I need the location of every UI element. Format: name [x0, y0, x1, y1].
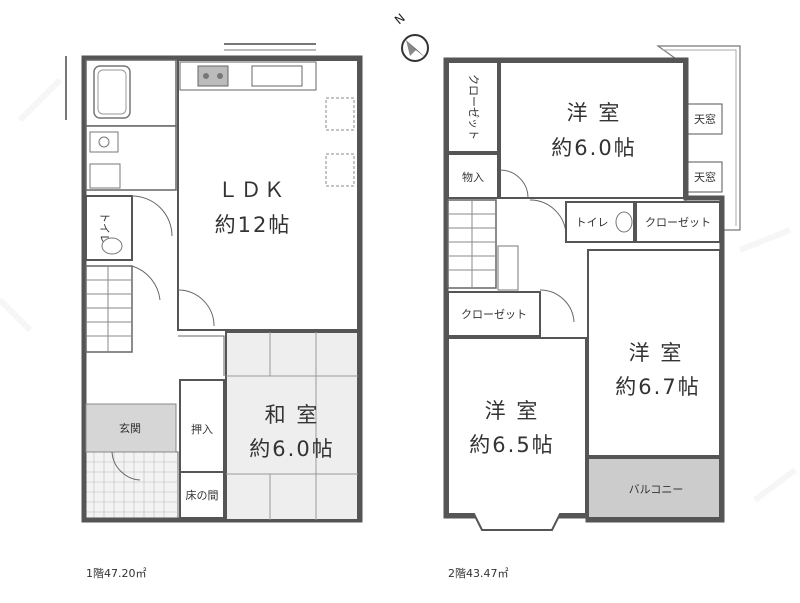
closet-left-label: クローゼット: [461, 308, 527, 321]
tokonoma-label: 床の間: [186, 488, 219, 502]
compass-icon: N: [392, 11, 429, 62]
ldk-room: [177, 59, 359, 331]
room-right-name: 洋 室: [629, 341, 684, 365]
genkan: [85, 403, 177, 453]
floor-2-area: 2階43.47㎡: [448, 566, 509, 580]
balcony: [587, 457, 721, 519]
closet-mid: [635, 201, 721, 243]
floor-1-area: 1階47.20㎡: [86, 566, 147, 580]
toilet-2f-label: トイレ: [576, 216, 609, 229]
skylight-2-label: 天窓: [694, 170, 716, 184]
floor-2: 天窓 天窓 洋 室 約6.0帖 クローゼット 物入 トイレ: [443, 45, 741, 580]
toilet-bowl-2f: [615, 211, 633, 233]
closet-top-label: クローゼット: [467, 74, 480, 140]
ldk-name: ＬＤＫ: [218, 178, 287, 202]
closet-top: [447, 61, 499, 153]
tokonoma: [179, 471, 225, 519]
stairs-1f: [85, 265, 133, 353]
ldk-size: 約12帖: [215, 213, 292, 237]
storage-label: 物入: [462, 170, 484, 184]
room-right: [587, 249, 721, 457]
stove: [197, 65, 229, 87]
room-top-name: 洋 室: [567, 101, 622, 125]
balcony-label: バルコニー: [629, 483, 684, 496]
background-pattern: [0, 77, 797, 503]
room-left: [447, 337, 587, 531]
tatami-lines: [226, 332, 358, 520]
room-left-size: 約6.5帖: [469, 433, 554, 457]
oshiire-label: 押入: [191, 422, 213, 436]
washer-space: [89, 163, 121, 189]
toilet-bowl-1f: [101, 237, 123, 255]
skylight-1-label: 天窓: [694, 112, 716, 126]
bathtub: [93, 65, 131, 119]
room-top: [499, 61, 685, 199]
genkan-label: 玄関: [119, 421, 141, 435]
washitsu-size: 約6.0帖: [249, 437, 334, 461]
compass-label: N: [392, 11, 408, 27]
oshiire: [179, 379, 225, 473]
room-top-size: 約6.0帖: [551, 136, 636, 160]
floor-1: トイレ 玄関 ＬＤＫ 約12帖: [65, 43, 363, 580]
washitsu-name: 和 室: [265, 403, 320, 427]
room-right-size: 約6.7帖: [615, 375, 700, 399]
storage: [447, 153, 499, 199]
kitchen-sink: [251, 65, 303, 87]
wash-basin: [89, 131, 119, 153]
toilet-1f-label: トイレ: [98, 212, 111, 245]
closet-mid-label: クローゼット: [645, 216, 711, 229]
porch-tiles: [84, 452, 178, 522]
closet-left: [447, 291, 541, 337]
skylight-1: [687, 103, 723, 135]
washitsu-room: [225, 331, 359, 521]
room-left-name: 洋 室: [485, 399, 540, 423]
